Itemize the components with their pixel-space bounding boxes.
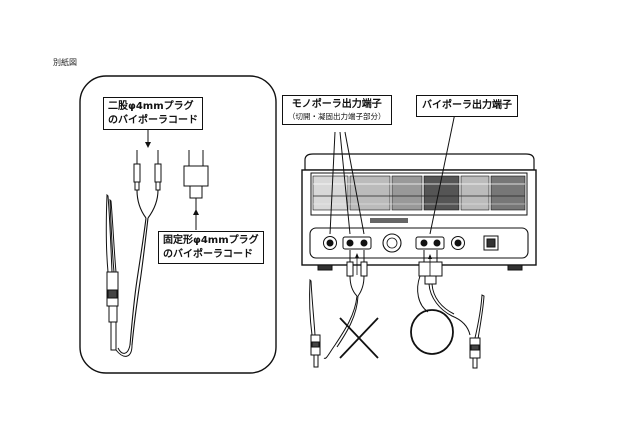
monopolar-terminal-label: モノポーラ出力端子 （切開・凝固出力端子部分） (282, 95, 392, 125)
forked-plug-icon (133, 150, 162, 191)
right-forceps-left-icon (309, 278, 321, 368)
cross-mark-icon (339, 317, 379, 359)
fixed-cord-label-line1: 固定形φ4mmプラグ (163, 235, 259, 246)
page-label: 別紙図 (53, 58, 77, 67)
fixed-cord-label-line2: のバイポーラコード (163, 248, 253, 260)
left-panel-frame (79, 75, 277, 374)
bipolar-forceps-icon (105, 193, 119, 351)
incorrect-connection (323, 250, 368, 359)
forceps-cord (115, 344, 133, 357)
forked-cord (129, 189, 159, 346)
correct-connection (417, 250, 471, 336)
forked-cord-label: 二股φ4mmプラグ のバイポーラコード (103, 97, 203, 130)
monopolar-sub-label: （切開・凝固出力端子部分） (288, 111, 386, 121)
generator-unit (301, 153, 537, 271)
fixed-plug-icon (183, 150, 209, 199)
forked-cord-label-line2: のバイポーラコード (108, 114, 198, 126)
bipolar-terminal-label: バイポーラ出力端子 (416, 95, 518, 117)
forked-cord-label-line1: 二股φ4mmプラグ (108, 101, 194, 112)
right-forceps-right-icon (469, 294, 485, 369)
monopolar-label: モノポーラ出力端子 (291, 99, 382, 110)
circle-mark-icon (410, 309, 454, 355)
callout-leaders (329, 112, 456, 235)
bipolar-label: バイポーラ出力端子 (422, 100, 512, 111)
fixed-cord-label: 固定形φ4mmプラグ のバイポーラコード (158, 231, 264, 264)
